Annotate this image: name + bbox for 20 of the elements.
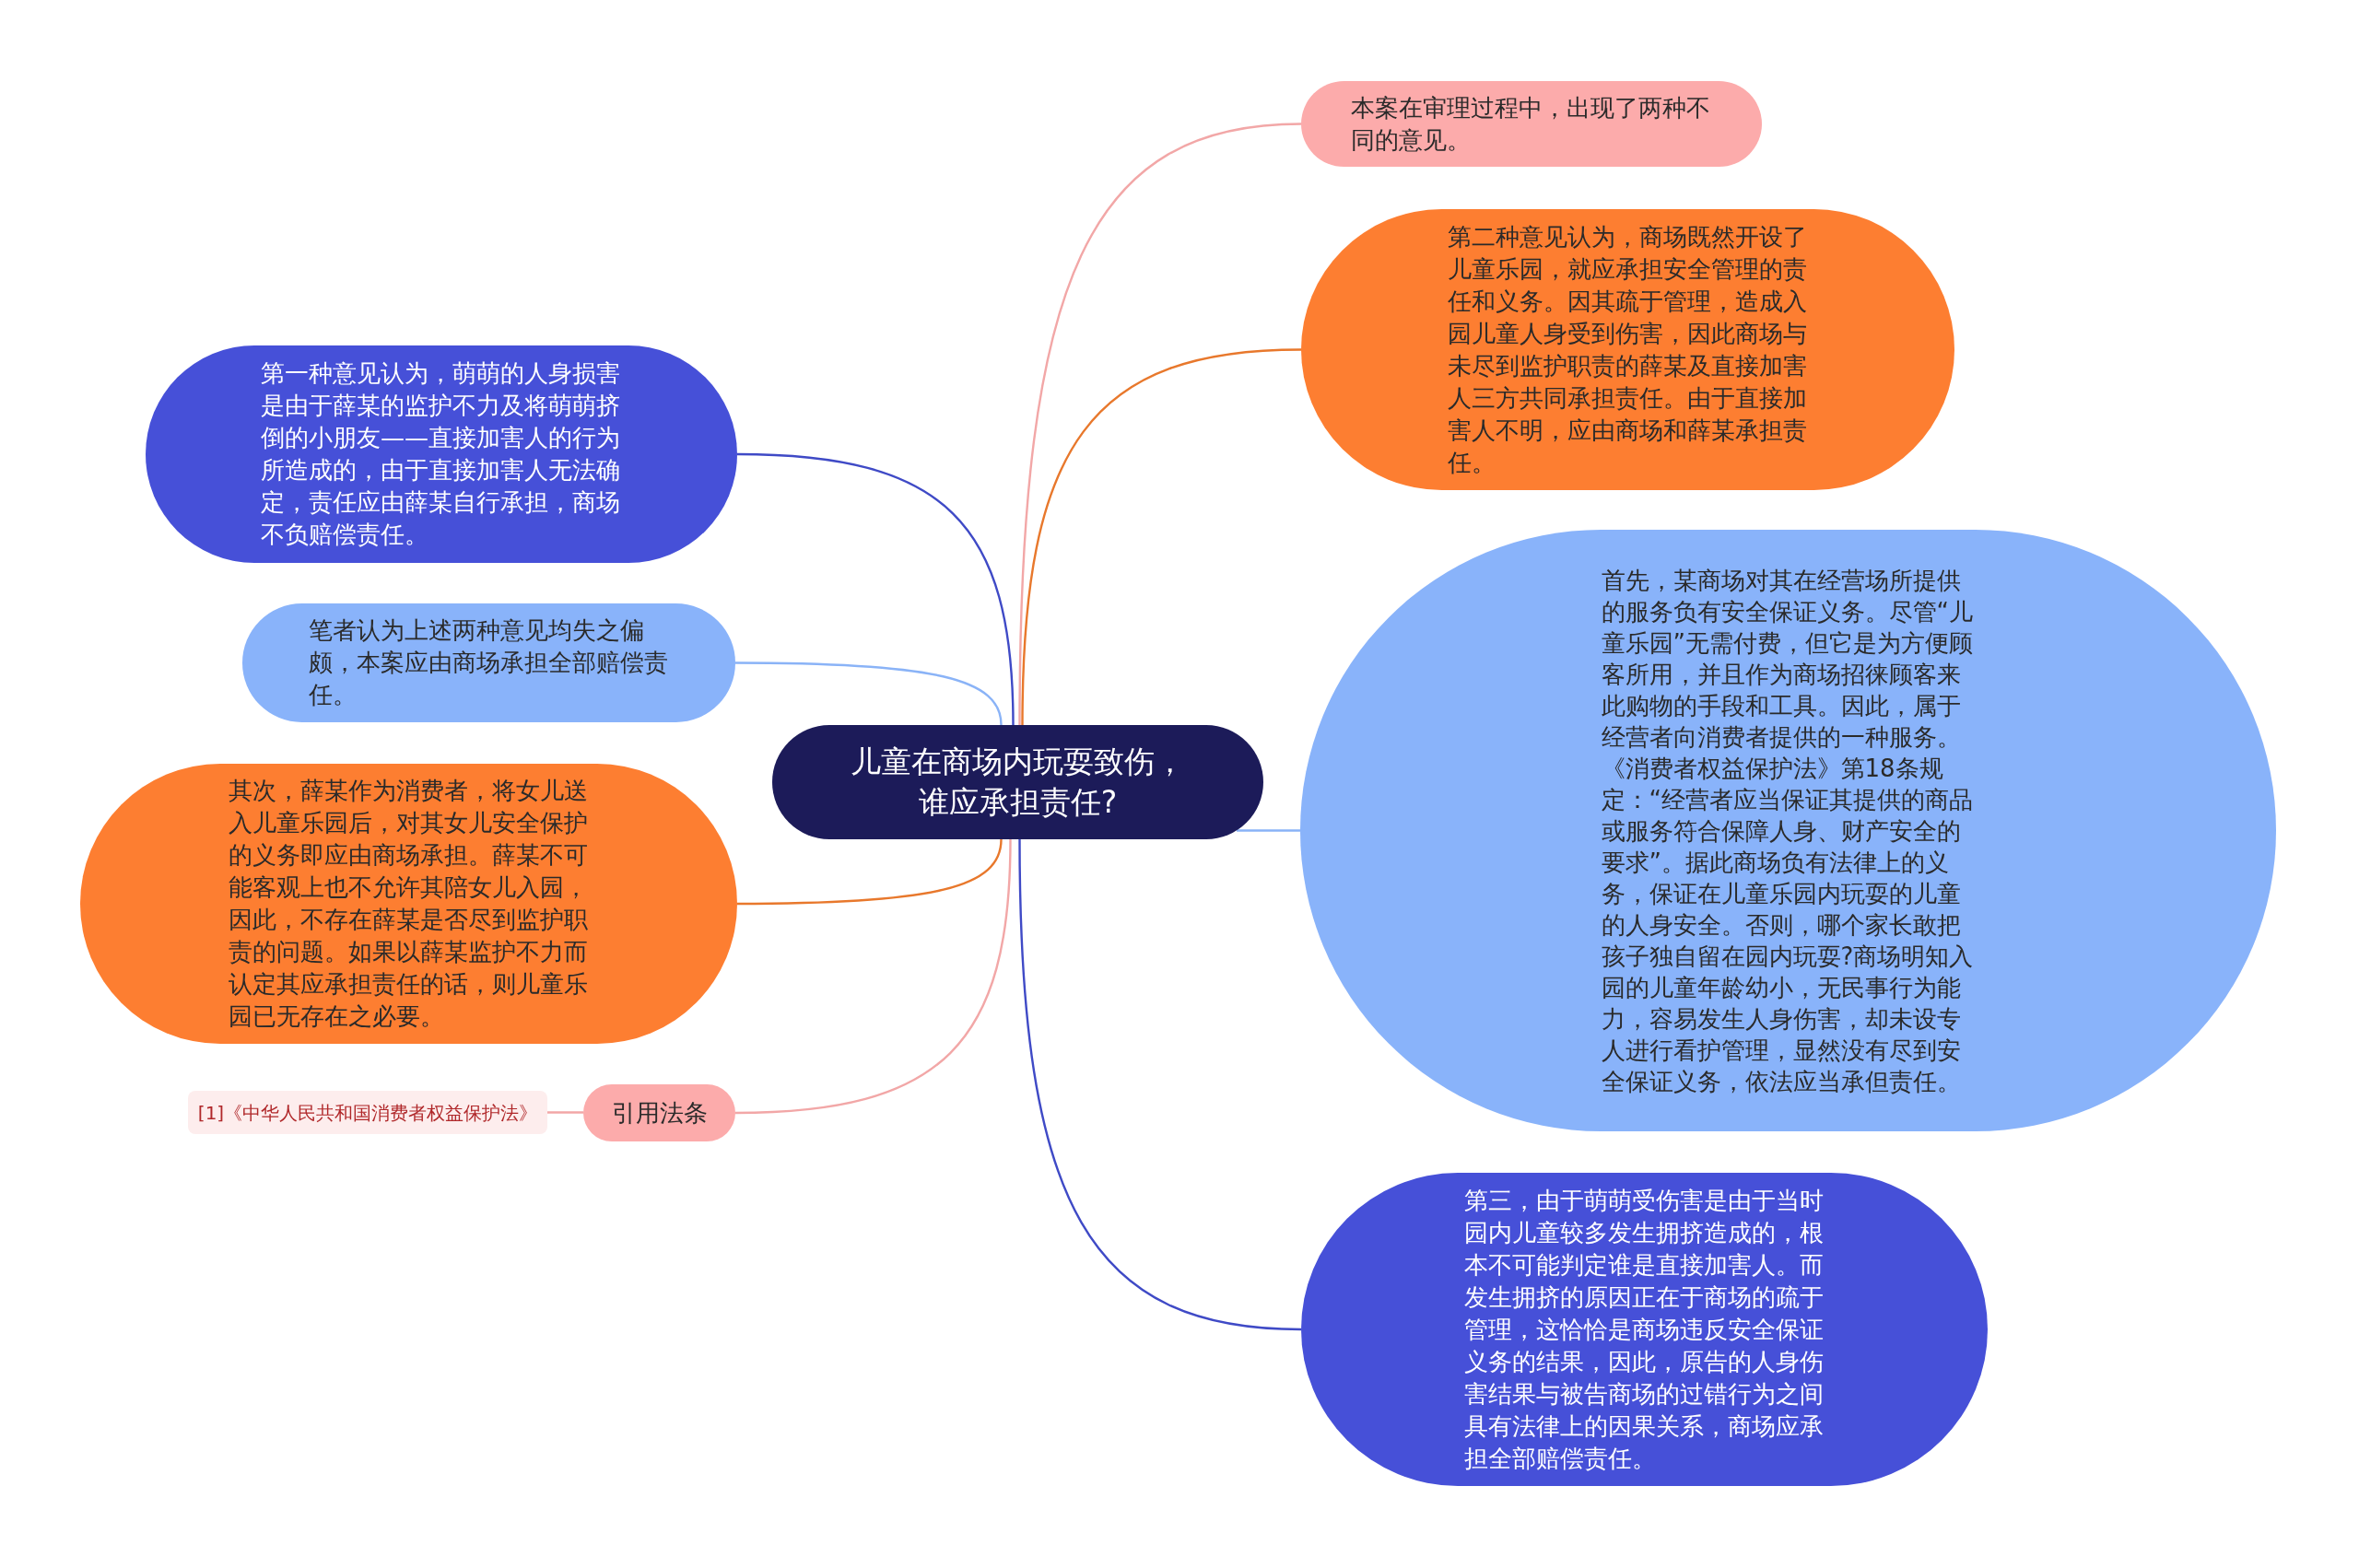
- connector-line: [1237, 829, 1300, 832]
- paragraph: 首先，某商场对其在经营场所提供的服务负有安全保证义务。尽管“儿童乐园”无需付费，但它是为方便顾客所用，并且作为商场招徕顾客来此购物的手段和工具。因此，属于经营者向消费者提供的一种服务。《消费者权益保护法》第18条规定：“经营者应当保证其提供的商品或服务符合保障人身、财产安全的要求”。据此商场负有法律上的义务，保证在儿童乐园内玩耍的儿童的人身安全。否则，哪个家长敢把孩子独自留在园内玩耍?商场明知入园的儿童年龄幼小，无民事行为能力，容易发生人身伤害，却未设专人进行看护管理，显然没有尽到安全保证义务，依法应当承但责任。: [1601, 565, 1975, 1097]
- connector-line: [735, 661, 1003, 726]
- paragraph: 其次，薛某作为消费者，将女儿送入儿童乐园后，对其女儿安全保护的义务即应由商场承担。薛某不可能客观上也不允许其陪女儿入园，因此，不存在薛某是否尽到监护职责的问题。如果以薛某监护不力而认定其应承担责任的话，则儿童乐园已无存在之必要。: [228, 776, 589, 1032]
- reference-text: [1]《中华人民共和国消费者权益保护法》: [197, 1100, 538, 1126]
- title-text: 儿童在商场内玩耍致伤，谁应承担责任?: [850, 743, 1186, 822]
- connector-line: [547, 1111, 583, 1114]
- paragraph: 第一种意见认为，萌萌的人身损害是由于薛某的监护不力及将萌萌挤倒的小朋友——直接加害人的行为所造成的，由于直接加害人无法确定，责任应由薛某自行承担，商场不负赔偿责任。: [261, 358, 621, 550]
- connector-line: [1021, 348, 1302, 726]
- reference-box: [188, 1091, 547, 1134]
- connector-line: [737, 838, 1003, 906]
- connector-line: [736, 452, 1015, 726]
- paragraph: 本案在审理过程中，出现了两种不同的意见。: [1351, 92, 1711, 156]
- label-text: 引用法条: [611, 1097, 708, 1129]
- paragraph: 笔者认为上述两种意见均失之偏颇，本案应由商场承担全部赔偿责任。: [308, 615, 669, 710]
- connector-line: [734, 838, 1012, 1115]
- connector-line: [1018, 838, 1302, 1331]
- connector-line: [1018, 123, 1302, 725]
- paragraph: 第三，由于萌萌受伤害是由于当时园内儿童较多发生拥挤造成的，根本不可能判定谁是直接加害人。而发生拥挤的原因正在于商场的疏于管理，这恰恰是商场违反安全保证义务的结果，因此，原告的人身伤害结果与被告商场的过错行为之间具有法律上的因果关系，商场应承担全部赔偿责任。: [1463, 1185, 1825, 1474]
- paragraph: 第二种意见认为，商场既然开设了儿童乐园，就应承担安全管理的责任和义务。因其疏于管理，造成入园儿童人身受到伤害，因此商场与未尽到监护职责的薛某及直接加害人三方共同承担责任。由于直接加害人不明，应由商场和薛某承担责任。: [1447, 221, 1808, 478]
